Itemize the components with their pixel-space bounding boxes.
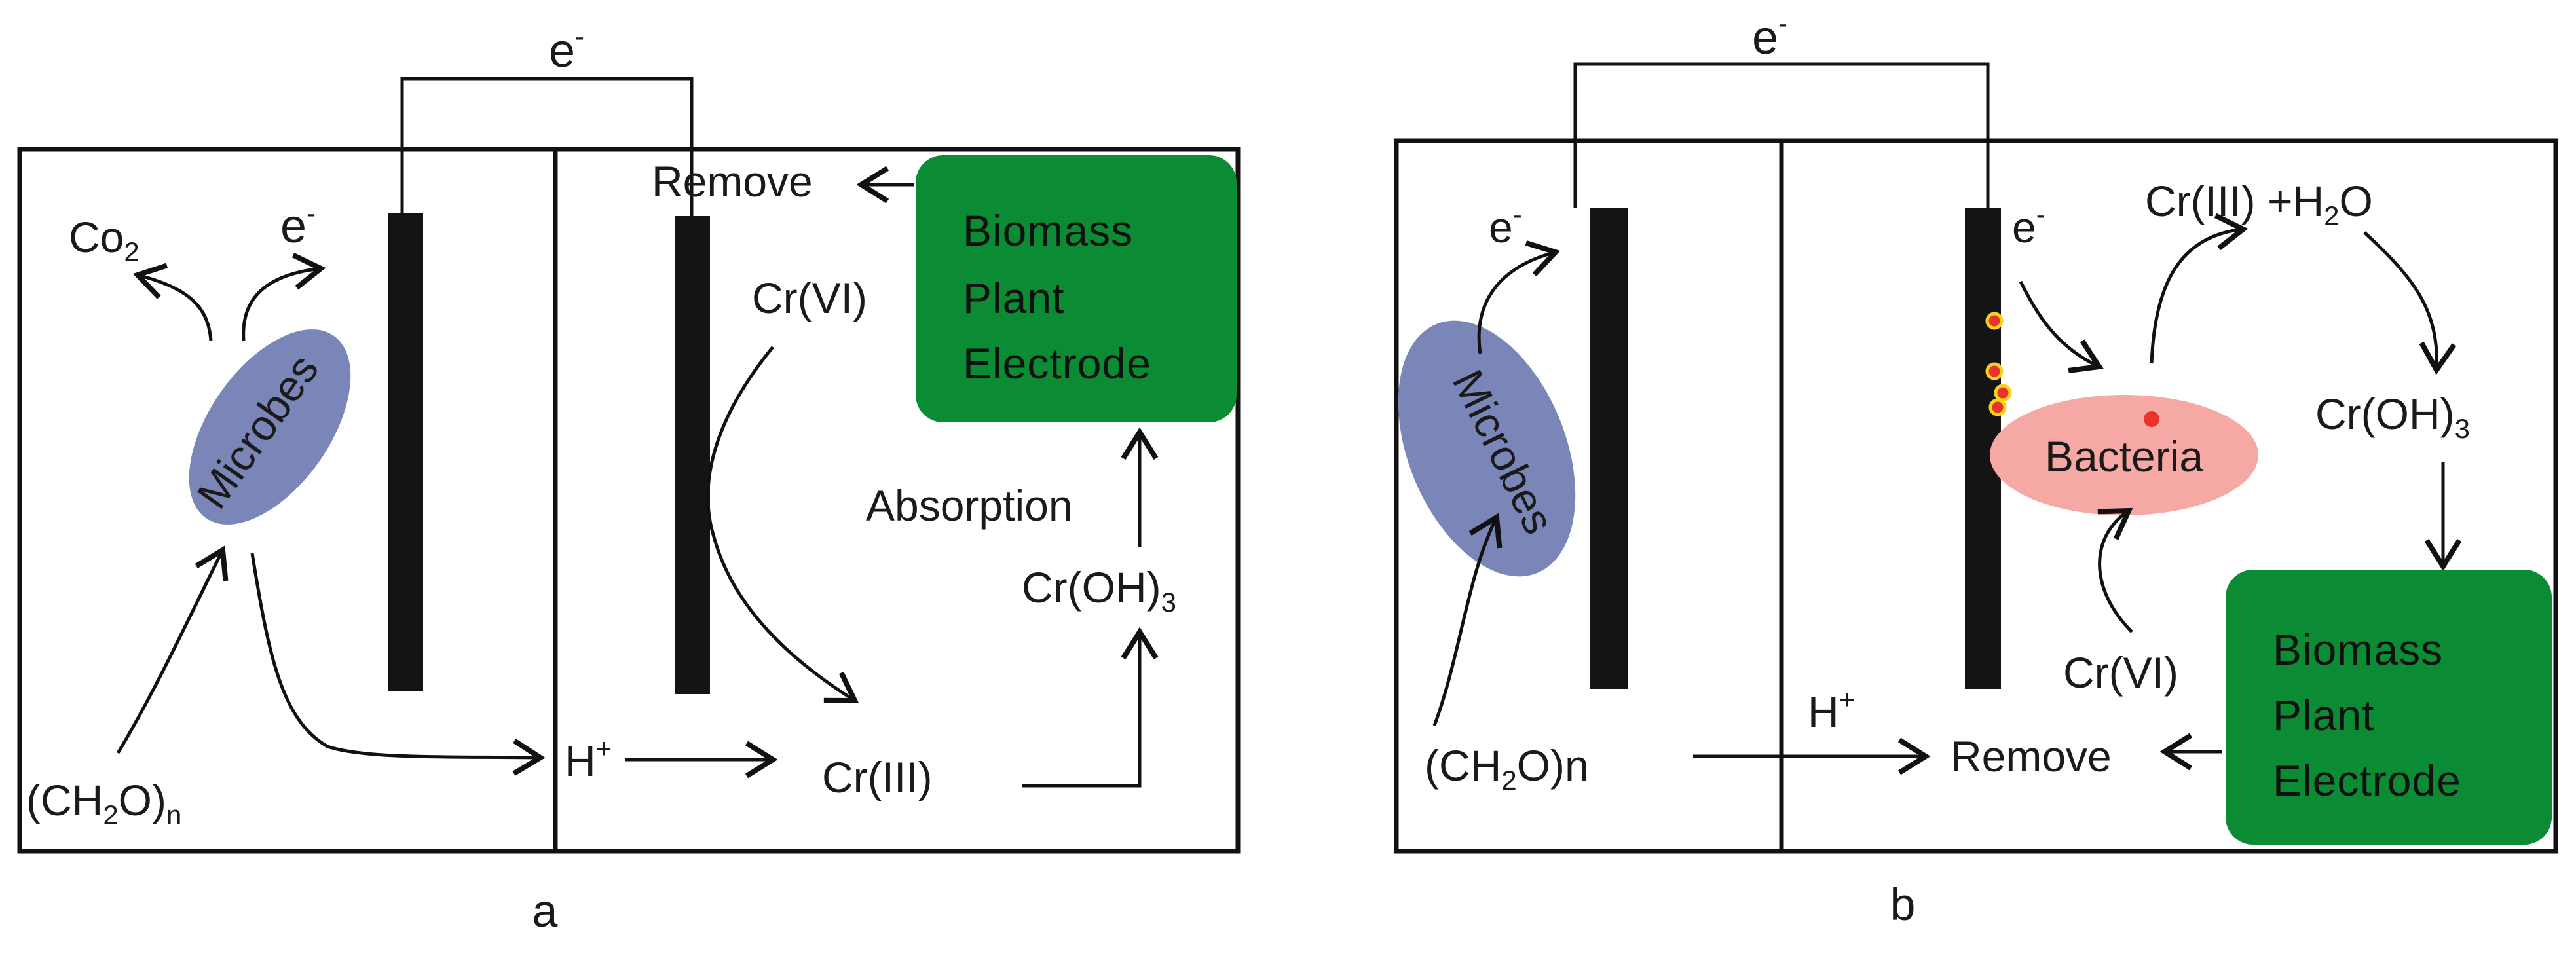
cr6-b: Cr(VI) <box>2063 648 2178 697</box>
bacteria-dot <box>2144 411 2159 427</box>
substrate-b: (CH2O)n <box>1425 741 1589 796</box>
substrate-a: (CH2O)n <box>26 776 181 830</box>
co2-label-a: Co2 <box>69 213 140 267</box>
bacteria-b <box>1990 395 2258 515</box>
remove-a: Remove <box>652 157 813 206</box>
anode-b <box>1590 208 1628 689</box>
arrow-substrate-b <box>1432 513 1503 726</box>
electron-left-b: e- <box>1489 199 1522 251</box>
arrow-cr3-croh3-b <box>2363 231 2457 375</box>
biomass-line3-b: Electrode <box>2273 756 2461 805</box>
anode-a <box>388 213 423 691</box>
arrow-electron-b <box>1477 240 1561 354</box>
arrow-cr6-bacteria-b <box>2097 507 2133 633</box>
cr6-a: Cr(VI) <box>752 274 867 322</box>
cr-deposits <box>1985 312 2012 416</box>
panel-label-a: a <box>532 885 558 936</box>
cr3-h2o-b: Cr(III) +H2O <box>2145 177 2373 231</box>
electron-left-a: e- <box>280 198 316 253</box>
arrow-co2-a <box>132 263 213 341</box>
arrow-cr3-croh3-a <box>1022 627 1159 788</box>
chamber-b <box>1394 138 2558 854</box>
arrow-proton-a <box>250 553 546 776</box>
croh3-b: Cr(OH)3 <box>2315 390 2470 444</box>
arrow-electron-a <box>242 252 326 341</box>
arrow-bacteria-cr3-b <box>2150 213 2249 364</box>
arrow-electron-bacteria-b <box>2019 280 2104 373</box>
circuit-wire-a <box>400 77 694 216</box>
chamber-a <box>17 147 1241 854</box>
circuit-wire-b <box>1573 62 1990 208</box>
remove-b: Remove <box>1951 732 2112 781</box>
croh3-a: Cr(OH)3 <box>1022 563 1176 617</box>
proton-a: H+ <box>565 733 612 785</box>
electron-label-b: e- <box>1752 8 1787 64</box>
biomass-line2-b: Plant <box>2273 691 2374 739</box>
arrow-substrate-a <box>116 545 229 754</box>
biomass-line3-a: Electrode <box>963 339 1151 388</box>
proton-b: H+ <box>1808 684 1855 736</box>
biomass-line1-b: Biomass <box>2273 625 2443 674</box>
panel-label-b: b <box>1890 879 1916 930</box>
arrow-cr6-cr3-a <box>706 346 859 704</box>
biomass-line2-a: Plant <box>963 274 1064 322</box>
panel-b: e- Microbes e- (CH2O)n H+ Remove e- Bact… <box>1394 8 2558 930</box>
biomass-box-b <box>2226 570 2552 845</box>
microbes-a <box>189 329 351 525</box>
bacteria-label-b: Bacteria <box>2045 432 2203 481</box>
electron-right-b: e- <box>2012 199 2045 251</box>
electron-label-a: e- <box>549 21 584 77</box>
biomass-box-a <box>916 155 1237 422</box>
microbes-b <box>1398 320 1576 577</box>
panel-a: e- Microbes Co2 e- (CH2O)n H+ Cr(III) Cr… <box>17 21 1241 936</box>
cathode-a <box>675 216 710 694</box>
biomass-line1-a: Biomass <box>963 206 1133 255</box>
absorption-a: Absorption <box>866 481 1073 530</box>
cr3-a: Cr(III) <box>822 753 933 801</box>
